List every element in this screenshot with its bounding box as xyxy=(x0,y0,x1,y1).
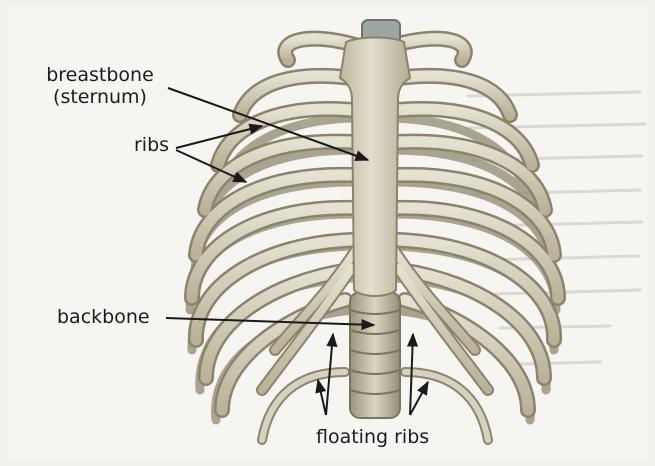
backbone-shape xyxy=(350,292,400,418)
label-backbone: backbone xyxy=(57,306,150,328)
label-breastbone: breastbone (sternum) xyxy=(32,64,168,108)
label-floating-ribs: floating ribs xyxy=(316,426,429,448)
breastbone-text: breastbone xyxy=(32,64,168,86)
sternum-text: (sternum) xyxy=(32,86,168,108)
label-ribs: ribs xyxy=(134,134,169,156)
